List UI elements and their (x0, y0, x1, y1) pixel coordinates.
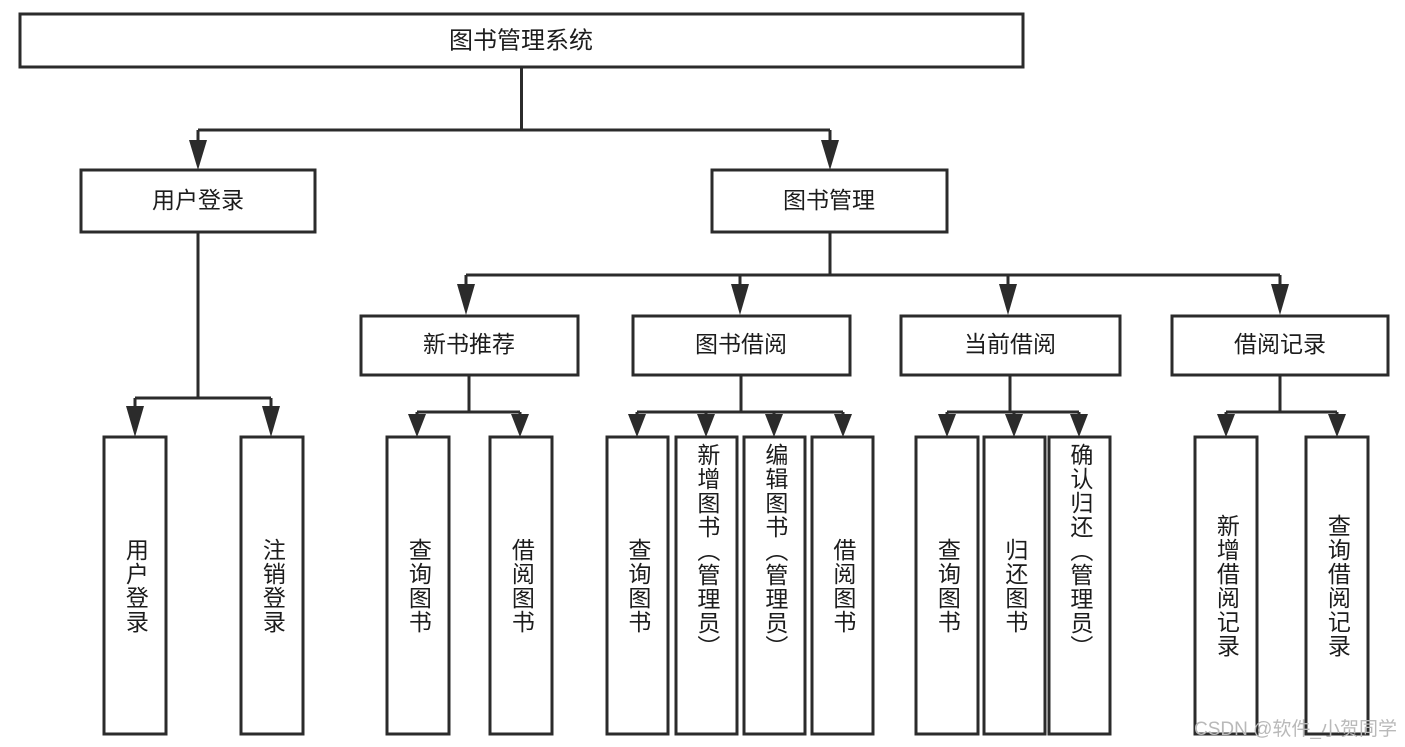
node-book-borrow[interactable] (631, 314, 852, 377)
arrow-head-leaf-add-record (1217, 414, 1235, 437)
arrow-head-current-borrow (999, 284, 1017, 315)
arrow-head-book-management (821, 140, 839, 170)
arrow-head-leaf-return-book (1005, 414, 1023, 437)
arrow-head-book-borrow (731, 284, 749, 315)
arrow-head-leaf-borrow-book-2 (834, 414, 852, 437)
node-user-login[interactable] (79, 168, 317, 234)
node-leaf-query-book-1[interactable] (385, 435, 451, 736)
arrow-head-leaf-add-book (697, 414, 715, 437)
arrow-head-leaf-query-book-2 (628, 414, 646, 437)
node-leaf-user-login[interactable] (102, 435, 168, 736)
node-new-book-recommend-label: 新书推荐 (423, 331, 515, 357)
connector-group-book-borrow-to-leaves (628, 375, 852, 437)
node-book-management-label: 图书管理 (783, 187, 875, 213)
arrow-head-leaf-query-record (1328, 414, 1346, 437)
arrow-head-leaf-query-book-3 (938, 414, 956, 437)
connector-group-borrow-record-to-leaves (1217, 375, 1346, 437)
arrow-head-leaf-edit-book (765, 414, 783, 437)
node-leaf-add-book[interactable] (674, 435, 739, 736)
node-root[interactable] (18, 12, 1025, 69)
node-current-borrow[interactable] (899, 314, 1122, 377)
node-borrow-record-label: 借阅记录 (1234, 331, 1326, 357)
arrow-head-leaf-user-login (126, 406, 144, 437)
node-leaf-logout[interactable] (239, 435, 305, 736)
node-book-management[interactable] (710, 168, 949, 234)
node-user-login-label: 用户登录 (152, 187, 244, 213)
node-leaf-add-record[interactable] (1193, 435, 1259, 736)
node-borrow-record[interactable] (1170, 314, 1390, 377)
connector-group-user-login-to-leaves (126, 232, 280, 437)
connector-group-current-borrow-to-leaves (938, 375, 1088, 437)
node-current-borrow-label: 当前借阅 (964, 331, 1056, 357)
arrow-head-leaf-confirm-return (1070, 414, 1088, 437)
arrow-head-leaf-logout (262, 406, 280, 437)
node-leaf-confirm-return[interactable] (1047, 435, 1112, 736)
connector-group-root-to-level2 (189, 67, 839, 170)
watermark-text: CSDN @软件_小贺同学 (1194, 719, 1397, 740)
node-leaf-query-book-2[interactable] (605, 435, 670, 736)
connector-group-new-book-recommend-to-leaves (408, 375, 529, 437)
connector-group-book-management-to-level3 (457, 232, 1289, 315)
arrow-head-borrow-record (1271, 284, 1289, 315)
arrow-head-leaf-query-book-1 (408, 414, 426, 437)
node-book-borrow-label: 图书借阅 (695, 331, 787, 357)
node-leaf-query-book-3[interactable] (914, 435, 980, 736)
arrow-head-leaf-borrow-book-1 (511, 414, 529, 437)
node-leaf-query-record[interactable] (1304, 435, 1370, 736)
node-leaf-return-book[interactable] (982, 435, 1047, 736)
node-leaf-borrow-book-1[interactable] (488, 435, 554, 736)
node-new-book-recommend[interactable] (359, 314, 580, 377)
node-root-label: 图书管理系统 (449, 27, 593, 54)
node-leaf-borrow-book-2[interactable] (810, 435, 875, 736)
arrow-head-new-book-recommend (457, 284, 475, 315)
arrow-head-user-login (189, 140, 207, 170)
node-leaf-edit-book[interactable] (742, 435, 807, 736)
